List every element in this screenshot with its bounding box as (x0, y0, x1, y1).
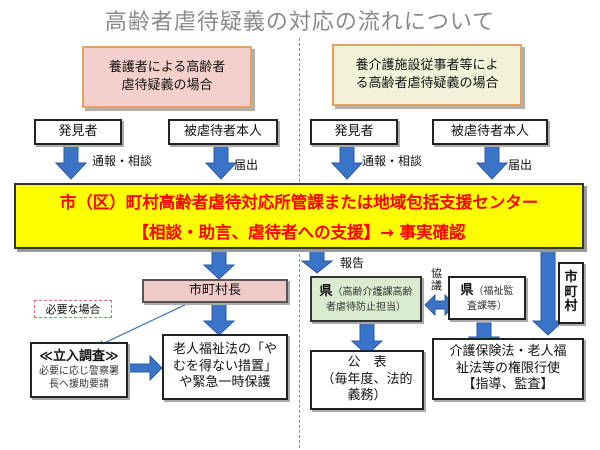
pref2-main: 県 (460, 283, 474, 299)
as-needed-label: 必要な場合 (34, 300, 112, 318)
coop-char-2: 議 (431, 279, 442, 293)
left-finder-box: 発見者 (34, 119, 122, 145)
right-notify-label: 届出 (508, 158, 533, 172)
right-report-label: 通報・相談 (362, 154, 423, 168)
onsite-title: ≪立入調査≫ (39, 348, 119, 364)
welfare-line-1: 老人福祉法の「や (172, 341, 277, 357)
arrow-left-finder (54, 144, 88, 180)
coop-char-1: 協 (431, 267, 442, 280)
left-report-label: 通報・相談 (92, 154, 153, 168)
pref-sub-1: （高齢介護課高齢 (332, 287, 413, 299)
left-notify-label: 届出 (234, 158, 259, 172)
city-char-1: 市 (564, 269, 578, 285)
right-case-box: 養介護施設従事者等によ る高齢者虐待疑義の場合 (332, 44, 522, 106)
arrow-mayor-to-welfare (202, 300, 236, 336)
publication-line-2: （毎年度、法的 (321, 371, 413, 387)
arrow-right-victim (475, 144, 509, 180)
arrow-to-pref (300, 250, 334, 274)
mayor-box: 市町村長 (142, 279, 288, 303)
left-case-line-1: 養護者による高齢者 (108, 60, 226, 76)
arrow-to-mayor (202, 250, 236, 280)
onsite-note-1: 必要に応じ警察署 (39, 366, 119, 378)
left-case-line-2: 虐待疑義の場合 (121, 78, 213, 93)
arrow-to-city (531, 250, 565, 336)
pref-box: 県（高齢介護課高齢 者虐待防止担当） (310, 276, 422, 322)
banner-line-2: 【相談・助言、虐待者への支援】→ 事実確認 (132, 223, 466, 242)
report-label: 報告 (340, 256, 365, 270)
city-box: 市 町 村 (558, 262, 584, 324)
right-finder-box: 発見者 (310, 119, 398, 145)
arrow-onsite-to-welfare (127, 354, 163, 382)
welfare-act-box: 老人福祉法の「や むを得ない措置」 や緊急一時保護 (162, 334, 288, 400)
page-title: 高齢者虐待疑義の対応の流れについて (104, 10, 496, 35)
center-banner: 市（区）町村高齢者虐待対応所管課または地域包括支援センター 【相談・助言、虐待者… (14, 183, 584, 249)
welfare-line-3: や緊急一時保護 (179, 375, 271, 391)
onsite-note-2: 長へ援助要請 (49, 379, 109, 391)
publication-line-1: 公 表 (347, 354, 387, 370)
pref-sub-2: 者虐待防止担当） (326, 301, 406, 313)
arrow-pref-to-publication (350, 320, 384, 356)
arrow-right-finder (330, 144, 364, 180)
left-victim-box: 被虐待者本人 (168, 119, 278, 145)
publication-line-3: 義務） (347, 388, 387, 404)
onsite-box: ≪立入調査≫ 必要に応じ警察署 長へ援助要請 (30, 342, 128, 398)
authority-line-1: 介護保険法・老人福 (449, 343, 567, 359)
right-case-line-2: る高齢者虐待疑義の場合 (355, 76, 499, 91)
arrow-left-victim (204, 144, 238, 180)
authority-line-3: 【指導、監査】 (462, 377, 554, 393)
authority-box: 介護保険法・老人福 祉法等の権限行使 【指導、監査】 (432, 338, 584, 400)
left-case-box: 養護者による高齢者 虐待疑義の場合 (82, 46, 252, 108)
coop-label: 協 議 (431, 267, 442, 293)
pref2-sub-2: 査課等） (467, 300, 507, 312)
right-case-line-1: 養介護施設従事者等によ (355, 58, 499, 74)
publication-box: 公 表 （毎年度、法的 義務） (310, 350, 424, 410)
city-char-2: 町 (564, 284, 578, 300)
pref2-sub-1: （福祉監 (473, 286, 514, 298)
pref2-box: 県（福祉監 査課等） (448, 276, 526, 320)
city-char-3: 村 (564, 299, 578, 315)
authority-line-2: 祉法等の権限行使 (455, 360, 560, 376)
banner-line-1: 市（区）町村高齢者虐待対応所管課または地域包括支援センター (59, 193, 539, 212)
welfare-line-2: むを得ない措置」 (172, 358, 277, 374)
pref-main: 県 (319, 284, 333, 300)
right-victim-box: 被虐待者本人 (432, 119, 548, 145)
